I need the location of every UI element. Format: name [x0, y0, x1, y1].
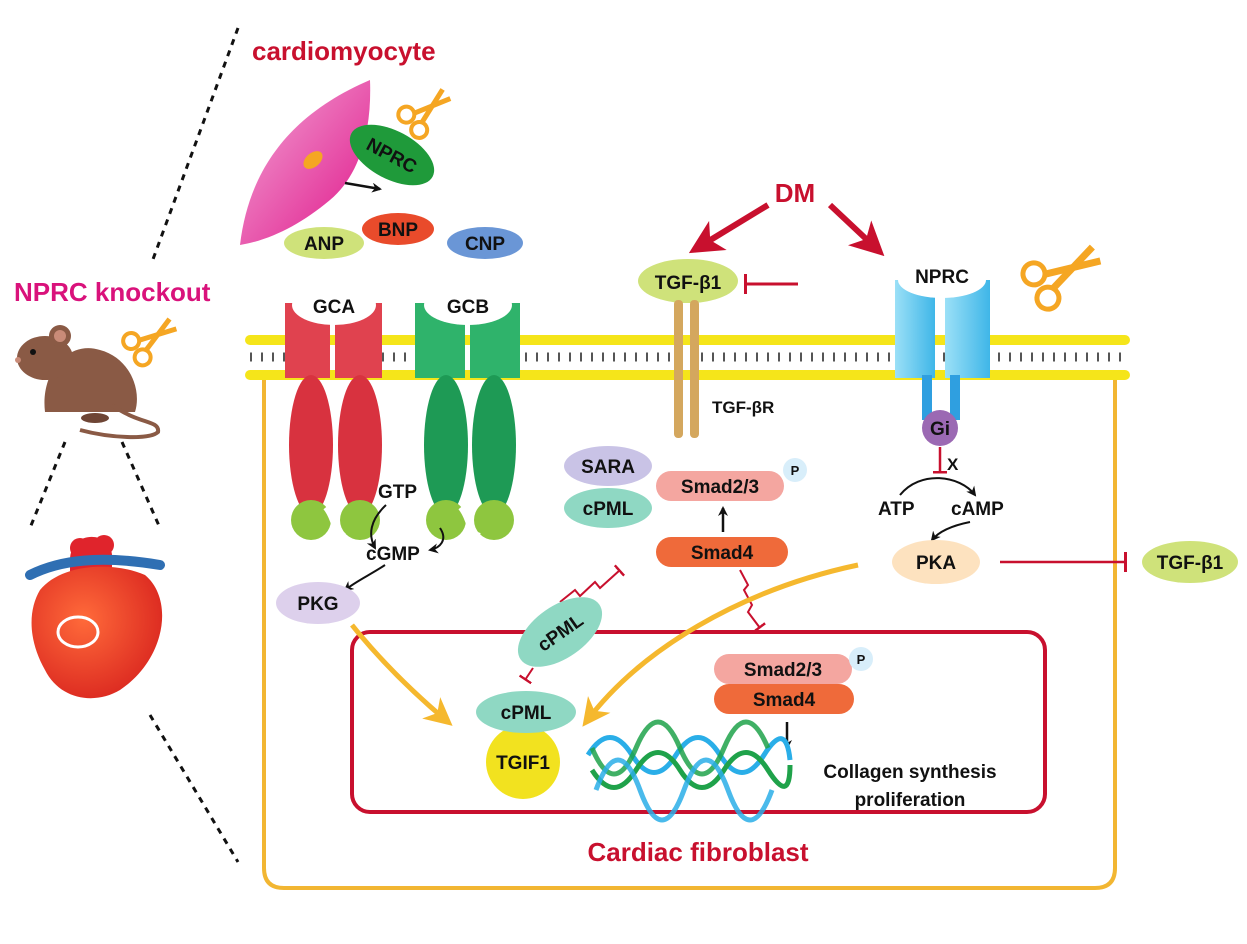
svg-text:cPML: cPML: [583, 499, 634, 520]
svg-text:CNP: CNP: [465, 234, 505, 255]
svg-text:TGF-β1: TGF-β1: [1157, 553, 1224, 574]
svg-text:Gi: Gi: [930, 419, 950, 440]
bnp-node: BNP: [362, 213, 434, 245]
gcb-cgmp-arrow: [428, 527, 445, 554]
secretion-arrow: [344, 181, 382, 193]
dm-to-tgf-arrow: [688, 202, 770, 254]
tgf-br-receptor: [674, 300, 699, 438]
svg-text:PKG: PKG: [297, 594, 338, 615]
gca-receptor: GCA: [285, 285, 382, 540]
cpml-shuttle-node: cPML: [517, 597, 603, 667]
svg-text:PKA: PKA: [916, 553, 956, 574]
sara-node: SARA: [564, 446, 652, 486]
svg-text:TGIF1: TGIF1: [496, 753, 550, 774]
nucleus-border: [350, 630, 1047, 814]
smad23-cytoplasm-node: Smad2/3 P: [656, 458, 807, 501]
tgf-b1-ligand-right: TGF-β1: [1142, 541, 1238, 583]
fibroblast-cell-border: [262, 370, 1117, 890]
dm-label: DM: [775, 178, 815, 208]
atp-camp-arrow: [899, 477, 977, 497]
svg-text:Smad2/3: Smad2/3: [744, 660, 822, 681]
cpml-cytoplasm-node: cPML: [564, 488, 652, 528]
svg-text:Smad2/3: Smad2/3: [681, 477, 759, 498]
smad4-nuclear-inhibit-line: [739, 569, 766, 633]
cgmp-label: cGMP: [366, 544, 420, 565]
gca-label: GCA: [313, 297, 356, 318]
x-mark-label: X: [947, 455, 959, 474]
nprc-knockout-title: NPRC knockout: [14, 277, 211, 307]
dm-to-nprc-arrow: [827, 202, 885, 257]
cardiomyocyte-cell-icon: [240, 80, 371, 245]
cardiomyocyte-title: cardiomyocyte: [252, 36, 436, 66]
svg-text:ANP: ANP: [304, 234, 344, 255]
gi-node: Gi: [922, 410, 958, 446]
dna-helix-icon: [585, 719, 793, 823]
pka-to-cpml-arrow: [582, 562, 859, 727]
cnp-node: CNP: [447, 227, 523, 259]
cardiac-fibroblast-title: Cardiac fibroblast: [587, 837, 808, 867]
pka-node: PKA: [892, 540, 980, 584]
proliferation-label: proliferation: [855, 790, 966, 811]
scissors-icon: [121, 317, 178, 368]
zoom-guide-lines: [28, 27, 240, 863]
pkg-to-tgif1-arrow: [350, 623, 453, 726]
collagen-synthesis-label: Collagen synthesis: [823, 762, 996, 783]
gtp-label: GTP: [378, 482, 417, 503]
svg-text:cPML: cPML: [501, 703, 552, 724]
svg-text:TGF-β1: TGF-β1: [655, 273, 722, 294]
pkg-node: PKG: [276, 582, 360, 624]
svg-text:SARA: SARA: [581, 457, 635, 478]
cpml-inhibit-smad-line: [559, 564, 626, 603]
svg-text:BNP: BNP: [378, 220, 418, 241]
smad4-nuclear-node: Smad4: [714, 684, 854, 714]
tgf-br-label: TGF-βR: [712, 398, 774, 417]
scissors-icon: [396, 88, 452, 140]
anp-node: ANP: [284, 227, 364, 259]
svg-text:Smad4: Smad4: [753, 690, 816, 711]
nprc-receptor-membrane: NPRC: [895, 262, 990, 420]
cpml-nuclear-node: cPML: [476, 691, 576, 733]
tgif1-node: TGIF1: [486, 725, 560, 799]
mouse-icon: [15, 325, 161, 440]
svg-text:Smad4: Smad4: [691, 543, 754, 564]
phospho-badge-cytoplasm: P: [791, 463, 800, 478]
atp-label: ATP: [878, 499, 915, 520]
camp-label: cAMP: [951, 499, 1004, 520]
phospho-badge-nuclear: P: [857, 652, 866, 667]
gcb-receptor: GCB: [415, 285, 520, 540]
gtp-arrow: [366, 504, 387, 550]
heart-icon: [25, 535, 165, 699]
scissors-icon: [1020, 244, 1102, 312]
cpml-cpml-inhibit-line: [518, 667, 534, 685]
smad4-cytoplasm-node: Smad4: [656, 537, 788, 567]
gcb-label: GCB: [447, 297, 489, 318]
camp-pka-arrow: [930, 521, 971, 542]
smad23-nuclear-node: Smad2/3 P: [714, 647, 873, 684]
cgmp-pkg-arrow: [343, 564, 386, 592]
tgf-b1-ligand-top: TGF-β1: [638, 259, 738, 303]
nprc-membrane-label: NPRC: [915, 267, 969, 288]
